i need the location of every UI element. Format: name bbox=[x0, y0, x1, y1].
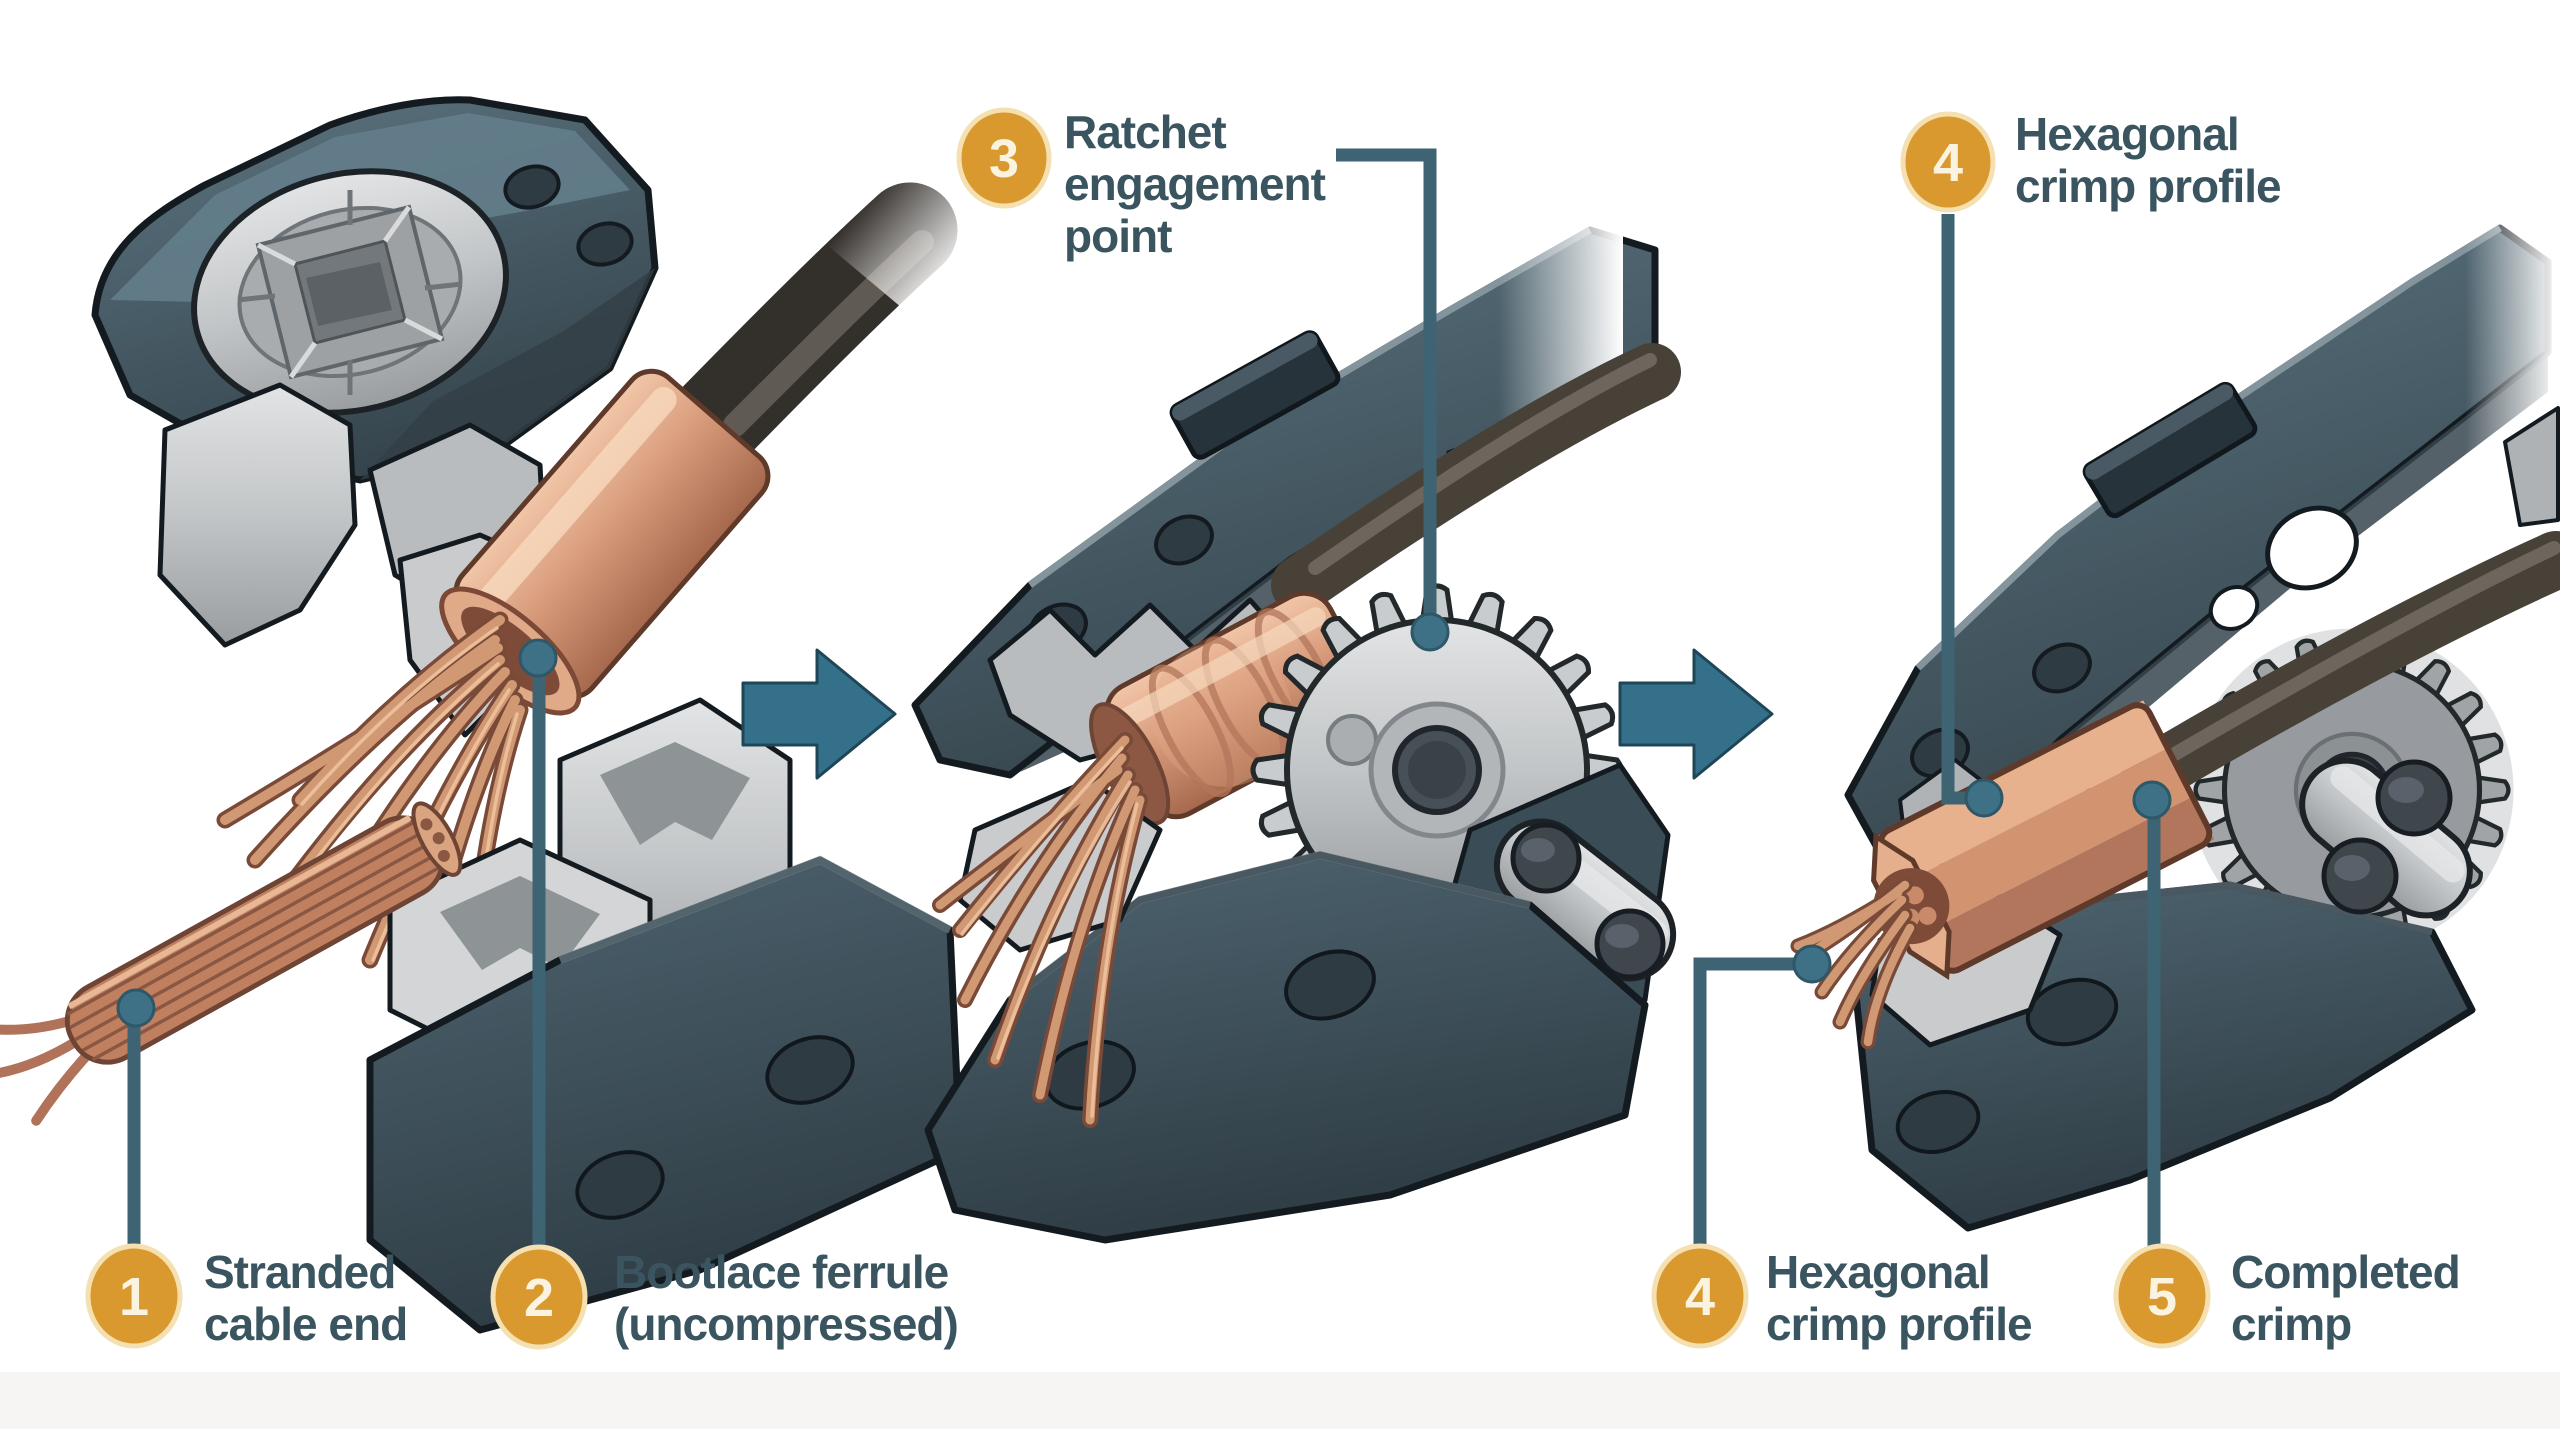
leader-dot-5 bbox=[2132, 780, 2172, 820]
badge-circle-2 bbox=[490, 1244, 588, 1350]
leader-dot-1 bbox=[116, 988, 156, 1028]
callout-4-bottom-label-line-2: crimp profile bbox=[1766, 1298, 2032, 1350]
badge-number-3: 3 bbox=[989, 129, 1019, 189]
cable-behind-gear bbox=[1271, 343, 1681, 614]
arm-notch bbox=[2265, 505, 2359, 591]
cable-insulation bbox=[2121, 531, 2560, 804]
background-paper-band bbox=[0, 1372, 2560, 1429]
badge-circle-3 bbox=[956, 107, 1052, 209]
leader-dot-4-top bbox=[1964, 778, 2004, 818]
handle-wedge bbox=[2503, 406, 2560, 527]
head-screw bbox=[576, 221, 634, 267]
hex-crimped-ferrule bbox=[1871, 700, 2215, 981]
badge-number-4-top: 4 bbox=[1933, 133, 1963, 193]
badge-circle-4-bottom bbox=[1651, 1243, 1749, 1349]
badge-circle-4-top bbox=[1900, 111, 1996, 213]
arm-screw bbox=[1154, 514, 1214, 566]
tool-lower-body bbox=[366, 855, 964, 1334]
callout-5-label-line-2: crimp bbox=[2231, 1298, 2351, 1350]
arm-screw bbox=[2032, 642, 2092, 694]
callout-5-label-line-1: Completed bbox=[2231, 1246, 2460, 1298]
square-die-opening bbox=[191, 168, 509, 416]
callout-4-top-label-line-2: crimp profile bbox=[2015, 160, 2281, 212]
callout-2-label-line-1: Bootlace ferrule bbox=[614, 1246, 949, 1298]
leader-dot-3 bbox=[1410, 612, 1450, 652]
wire-strands-fan bbox=[932, 732, 1148, 1128]
step-arrow-icon bbox=[1618, 648, 1774, 780]
callout-1-label-line-2: cable end bbox=[204, 1298, 407, 1350]
badge-number-1: 1 bbox=[119, 1267, 149, 1327]
callout-2-label-line-2: (uncompressed) bbox=[614, 1298, 958, 1350]
wire-strands-fan bbox=[1790, 877, 1918, 1050]
badge-number-4-bottom: 4 bbox=[1685, 1267, 1715, 1327]
leader-line-3 bbox=[1336, 148, 1437, 628]
arm-notch bbox=[2208, 585, 2260, 631]
leader-dots bbox=[116, 612, 2172, 1028]
callout-labels: Stranded cable end Bootlace ferrule (unc… bbox=[204, 106, 2461, 1350]
callout-3-label-line-3: point bbox=[1064, 210, 1172, 262]
leader-line-4-top bbox=[1941, 214, 1972, 805]
panel-step-3 bbox=[1790, 170, 2560, 1232]
leader-dot-2 bbox=[518, 638, 558, 678]
badge-circle-5 bbox=[2113, 1243, 2211, 1349]
badge-number-5: 5 bbox=[2147, 1267, 2177, 1327]
badge-number-2: 2 bbox=[524, 1268, 554, 1328]
badge-circle-1 bbox=[85, 1243, 183, 1349]
ratchet-linkage bbox=[2299, 757, 2473, 919]
leader-lines bbox=[127, 148, 2161, 1250]
head-screw bbox=[503, 164, 561, 210]
callout-3-label-line-2: engagement bbox=[1064, 158, 1326, 210]
callout-badges bbox=[85, 107, 2211, 1350]
callout-3-label-line-1: Ratchet bbox=[1064, 106, 1226, 158]
ratchet-linkage bbox=[1493, 818, 1677, 982]
leader-dot-4-bottom bbox=[1792, 944, 1832, 984]
leader-line-4-bottom bbox=[1693, 957, 1800, 1250]
callout-4-top-label-line-1: Hexagonal bbox=[2015, 108, 2239, 160]
callout-1-label-line-1: Stranded bbox=[204, 1246, 395, 1298]
panel-step-2 bbox=[911, 140, 1681, 1244]
step-arrow-icon bbox=[741, 648, 897, 780]
callout-4-bottom-label-line-1: Hexagonal bbox=[1766, 1246, 1990, 1298]
